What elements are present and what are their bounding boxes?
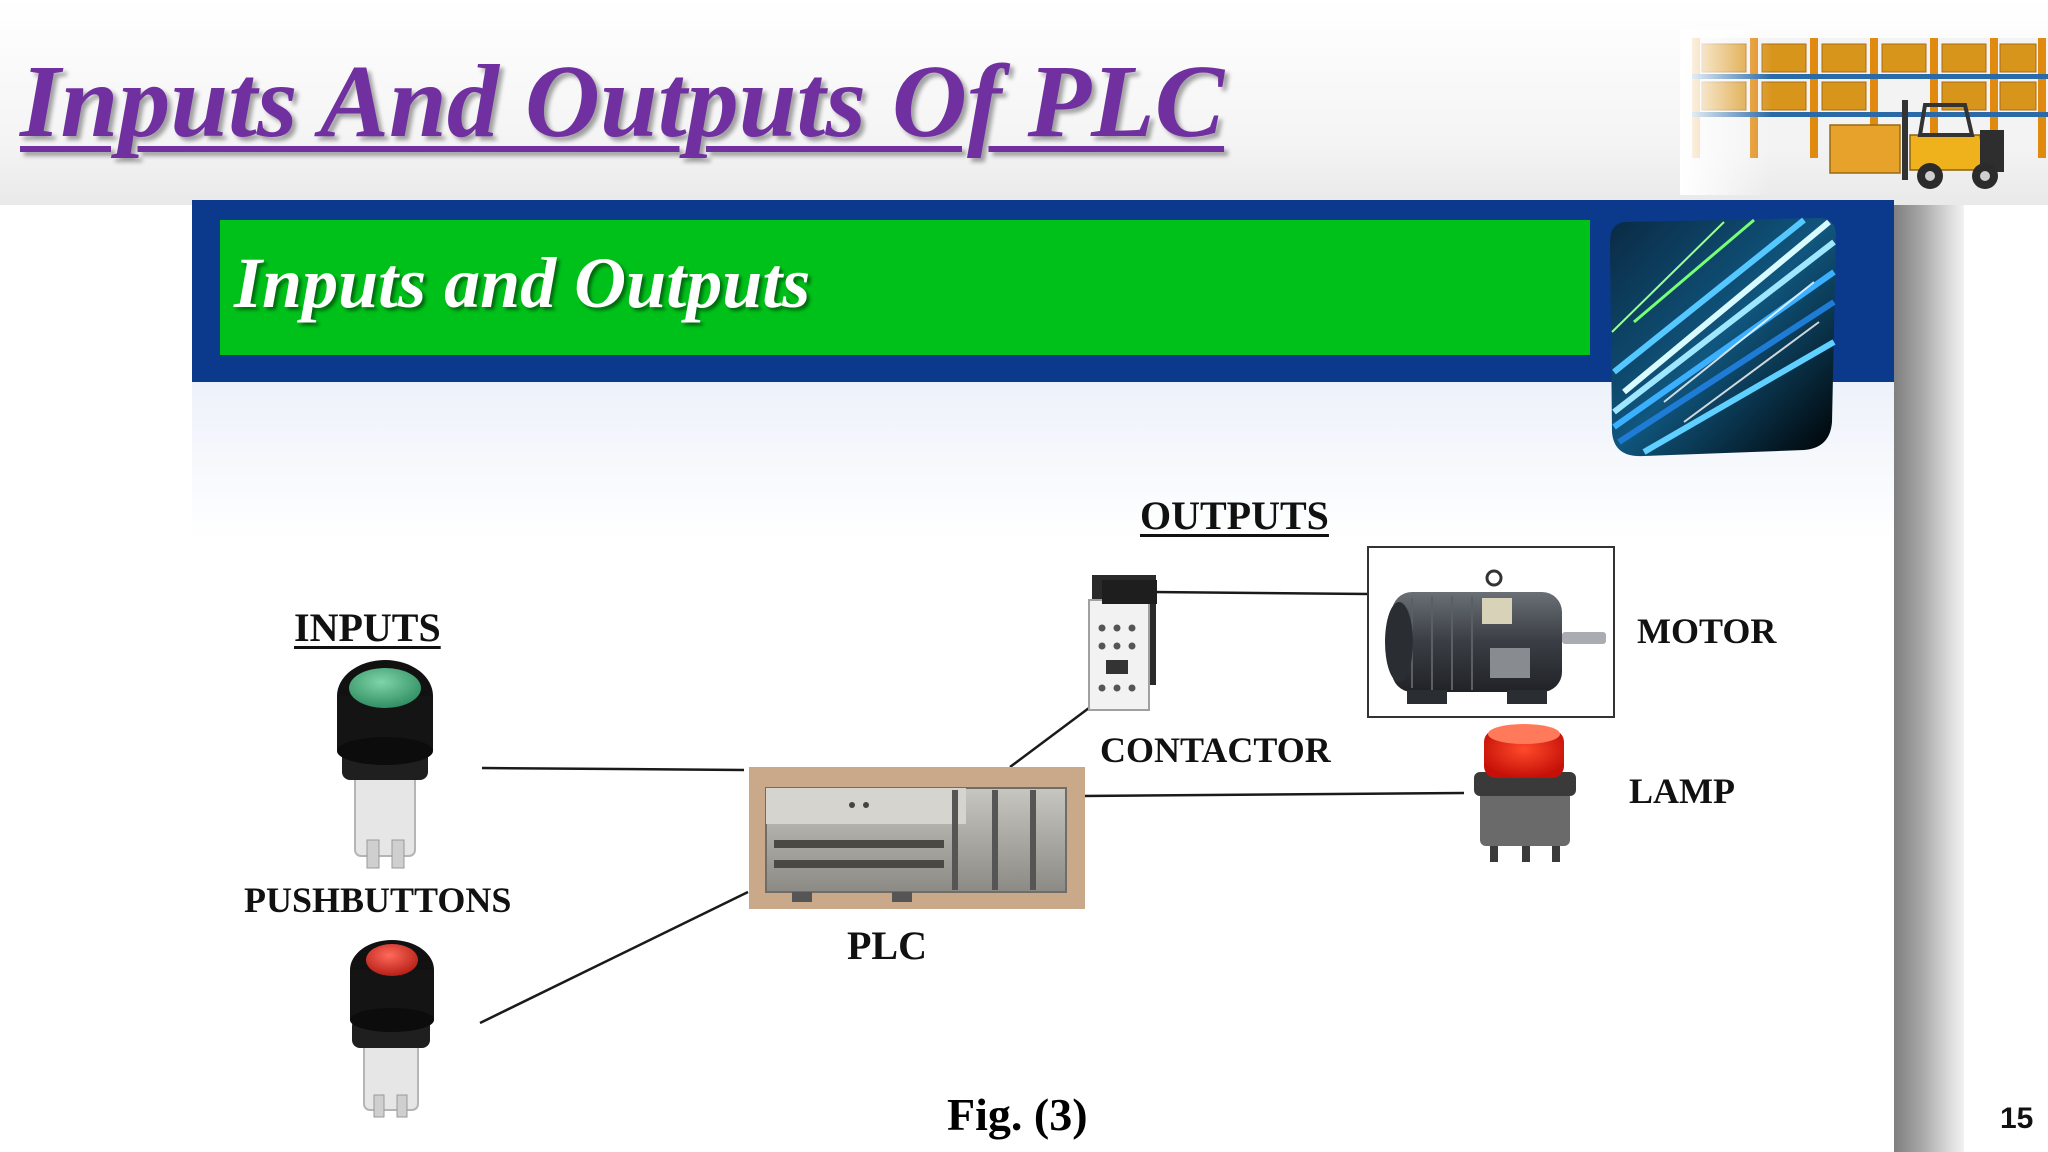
motor-label: MOTOR (1637, 611, 1777, 651)
red-pushbutton-icon (350, 940, 434, 1118)
lamp-label: LAMP (1629, 771, 1735, 811)
line-green-pushbutton-to-plc (481, 766, 745, 772)
forklift-warehouse-image (1680, 30, 2048, 195)
figure-banner: Inputs and Outputs (192, 200, 1894, 382)
plc-label: PLC (847, 923, 927, 968)
motor-icon (1367, 546, 1615, 718)
green-pushbutton-icon (337, 660, 433, 869)
plc-io-diagram (337, 546, 1615, 1118)
figure-banner-title: Inputs and Outputs (234, 243, 811, 323)
page-number: 15 (2000, 1102, 2034, 1135)
red-lamp-icon (1474, 724, 1576, 862)
contactor-icon (1088, 575, 1157, 711)
contactor-label: CONTACTOR (1100, 730, 1331, 770)
figure-side-shadow (1894, 205, 1964, 1152)
plc-unit-icon (749, 767, 1085, 909)
inputs-heading: INPUTS (294, 605, 441, 650)
line-plc-to-contactor (1009, 700, 1098, 769)
figure-frame: Inputs and Outputs (192, 200, 1894, 1152)
figure-banner-green (220, 220, 1590, 355)
line-red-pushbutton-to-plc (479, 890, 749, 1025)
connection-lines (479, 590, 1465, 1025)
pushbuttons-label: PUSHBUTTONS (244, 880, 512, 920)
figure-caption: Fig. (3) (947, 1089, 1088, 1140)
light-beams-image (1610, 217, 1836, 457)
slide-title: Inputs And Outputs Of PLC (20, 44, 1225, 159)
outputs-heading: OUTPUTS (1140, 493, 1329, 538)
line-plc-to-lamp (1081, 791, 1465, 798)
line-contactor-to-motor (1151, 590, 1370, 596)
